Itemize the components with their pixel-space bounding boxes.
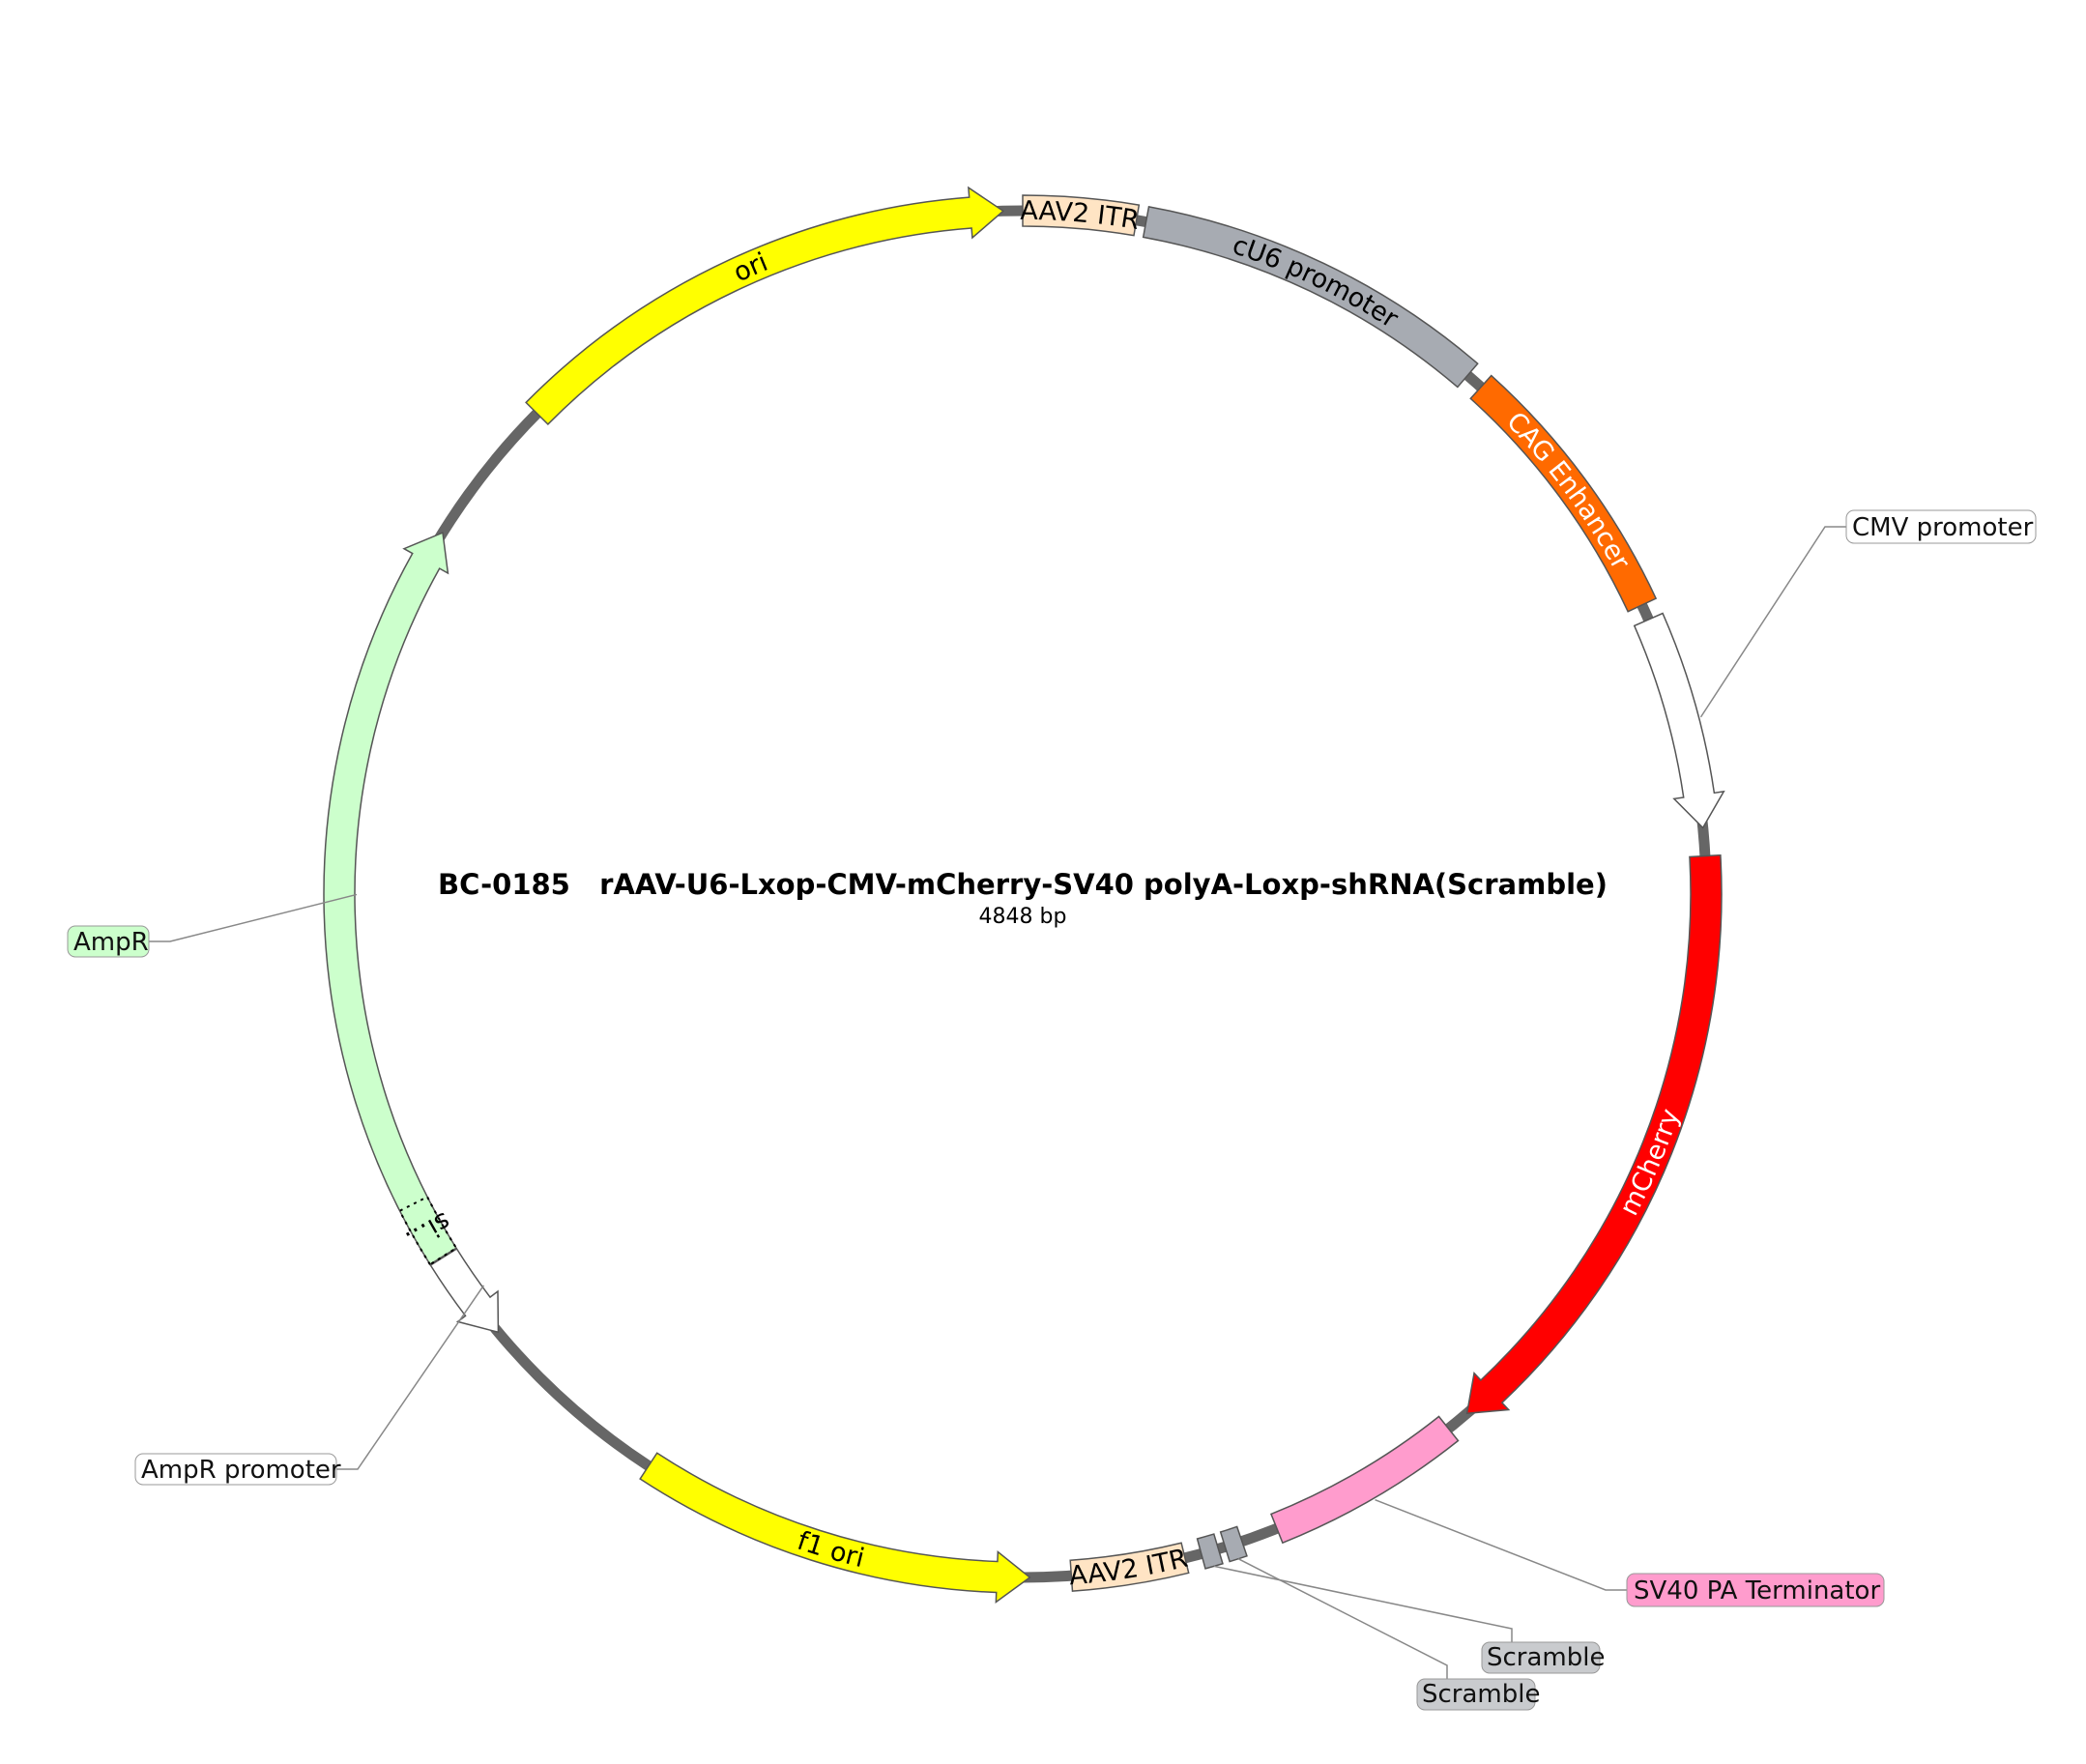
feature-label: cU6 promoter: [1229, 230, 1404, 334]
feature-label: SV40 PA Terminator: [1634, 1576, 1880, 1605]
feature-cmv-promoter[interactable]: [1633, 612, 1725, 829]
feature-label: CAG Enhancer: [1501, 406, 1637, 575]
feature-scramble[interactable]: [1219, 1525, 1248, 1563]
feature-label: AAV2 ITR: [1020, 195, 1142, 235]
feature-label: AmpR: [73, 928, 149, 957]
feature-ampr-promoter[interactable]: [429, 1247, 500, 1334]
feature-ori[interactable]: ori: [525, 186, 1005, 425]
plasmid-title: BC-0185 rAAV-U6-Lxop-CMV-mCherry-SV40 po…: [438, 868, 1608, 901]
feature-label: AAV2 ITR: [1068, 1543, 1191, 1591]
feature-aav2-itr[interactable]: AAV2 ITR: [1068, 1542, 1191, 1592]
feature-sv40-pa-terminator[interactable]: [1269, 1415, 1460, 1545]
feature-cag-enhancer[interactable]: CAG Enhancer: [1469, 374, 1658, 613]
feature-label: Scramble: [1422, 1680, 1540, 1709]
feature-mcherry[interactable]: mCherry: [1465, 853, 1723, 1415]
callout-box: [1845, 509, 2037, 544]
feature-aav2-itr[interactable]: AAV2 ITR: [1020, 194, 1142, 237]
feature-ampr[interactable]: [323, 532, 458, 1266]
feature-cu6-promoter[interactable]: cU6 promoter: [1142, 205, 1479, 389]
callout-box: [67, 925, 150, 958]
callout-box: [1626, 1573, 1885, 1607]
callout-box: [1416, 1678, 1536, 1711]
feature-label: Scramble: [1487, 1643, 1605, 1672]
plasmid-length: 4848 bp: [979, 905, 1067, 929]
feature-scramble[interactable]: [1196, 1533, 1224, 1570]
callout-box: [134, 1453, 337, 1486]
feature-f1-ori[interactable]: f1 ori: [639, 1452, 1031, 1604]
feature-label: AmpR promoter: [141, 1456, 341, 1485]
feature-label: CMV promoter: [1852, 513, 2034, 542]
callout-box: [1481, 1641, 1601, 1674]
